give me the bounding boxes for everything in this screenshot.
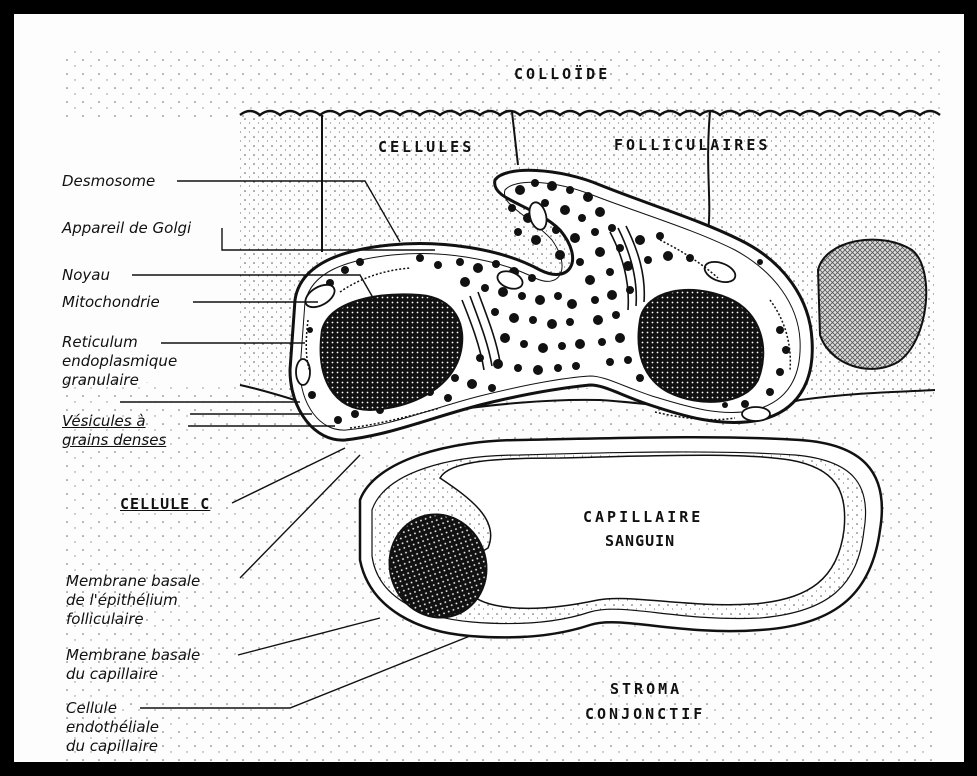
vesicles-label: Vésicules à — [62, 412, 146, 430]
reticulum-label-3: granulaire — [62, 371, 139, 389]
capillary-label: CAPILLAIRE — [583, 508, 703, 526]
endothelial-label-2: endothéliale — [66, 718, 159, 736]
epithelium-membrane-label-3: folliculaire — [66, 610, 144, 628]
capillary-membrane-label-2: du capillaire — [66, 665, 158, 683]
c-cell-label: CELLULE C — [120, 495, 210, 513]
endothelial-label-3: du capillaire — [66, 737, 158, 755]
follicular-label: FOLLICULAIRES — [614, 136, 770, 154]
stroma-label: STROMA — [610, 680, 682, 698]
vesicles-label-2: grains denses — [62, 431, 166, 449]
desmosome-label: Desmosome — [62, 172, 155, 190]
follicular-cells-label: CELLULES — [378, 138, 474, 156]
reticulum-label: Reticulum — [62, 333, 138, 351]
reticulum-label-2: endoplasmique — [62, 352, 177, 370]
nucleus-label: Noyau — [62, 266, 110, 284]
mitochondria-label: Mitochondrie — [62, 293, 160, 311]
connective-label: CONJONCTIF — [585, 705, 705, 723]
capillary-membrane-label: Membrane basale — [66, 646, 200, 664]
epithelium-membrane-label: Membrane basale — [66, 572, 200, 590]
epithelium-membrane-label-2: de l'épithélium — [66, 591, 178, 609]
blood-label: SANGUIN — [605, 532, 675, 550]
endothelial-label: Cellule — [66, 699, 117, 717]
follicular-cell-nucleus — [818, 240, 926, 369]
colloid-label: COLLOÏDE — [514, 65, 610, 83]
golgi-label: Appareil de Golgi — [62, 219, 191, 237]
